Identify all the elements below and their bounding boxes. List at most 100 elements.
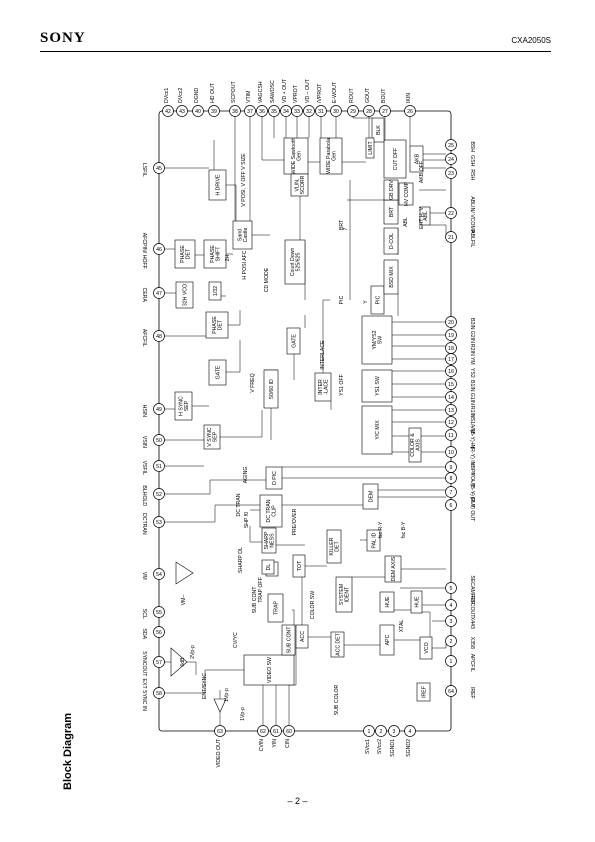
pin-number: 28 [366,109,372,115]
block-label: 32H VCO [182,284,188,306]
annotation: 1Vp-p [240,707,246,721]
block-label: SW [378,336,384,344]
block-label: VCO [424,642,430,653]
block-label: DC TRAN [266,499,272,522]
block-label: -LACE [324,379,330,395]
pin-number: 22 [448,211,454,217]
annotation: 2H [225,254,231,261]
pin-label: DGND [194,87,200,103]
block-label: Gen [332,151,338,161]
block-label: AXIS [416,439,422,451]
annotation: SHP f0 [244,512,250,528]
pin-number: 18 [448,346,454,352]
block-label: BLK [376,125,382,135]
block-label: DEM [368,491,374,503]
block-label: YS1 SW [375,376,381,396]
page-number: – 2 – [287,796,308,806]
block-vco: VCO [419,636,433,660]
pin-number: 63 [217,729,223,735]
block-label: CLIP [272,505,278,517]
annotation: TRAP OFF [258,577,264,603]
pin-number: 3 [393,729,396,735]
block-label: PIC [375,295,381,304]
block-label: APC [385,634,391,645]
pin-number: 62 [260,729,266,735]
pin-number: 21 [448,235,454,241]
annotation: H POSI AFC [242,250,248,279]
block-dem: DEM [362,483,379,510]
annotation: AKB OFF [419,161,425,183]
pin-number: 61 [273,729,279,735]
block-gb-drv: GB DRV [383,180,399,201]
block-label: DET [218,319,224,330]
pin-number: 6 [450,503,453,509]
pin-label: G2IN [469,331,475,343]
annotation: ENT/SYNC [202,673,208,699]
block-label: HV COMP [404,181,410,206]
pin-30-top: 30E-WOUT [330,81,342,117]
pin-label: VIDEO OUT [216,738,222,767]
pin-label: YOUT [469,473,475,488]
block-label: DET [335,540,341,551]
block-label: BRT [389,206,395,217]
block-label: PAL ID [371,532,377,548]
pin-number: 7 [450,490,453,496]
pin-label: E-WOUT [332,81,338,103]
pin-number: 64 [448,689,454,695]
pin-number: 4 [450,603,453,609]
block-label: INTER [318,379,324,395]
pin-label: R2IN [469,344,475,356]
pin-number: 60 [286,729,292,735]
pin-label: BSH [469,141,475,152]
pin-label: DCTRAN [141,513,147,535]
pin-label: EXT SYNC IN [141,679,147,712]
pin-number: 49 [156,407,162,413]
block-label: Gen [297,151,303,161]
pin-number: 58 [156,691,162,697]
block-ys1-sw: YS1 SW [361,369,393,403]
pin-number: 40 [195,109,201,115]
pin-label: BOUT [381,88,387,103]
pin-number: 35 [271,109,277,115]
pin-number: 13 [448,408,454,414]
pin-label: X358 [469,637,475,649]
block-label: Castle [243,228,249,243]
pin-label: VTIM [246,91,252,103]
pin-number: 57 [156,660,162,666]
block-acc-det: ACC DET [330,631,345,658]
block-label: SEP [213,431,219,442]
pin-label: DVcc1 [164,88,170,103]
pin-number: 26 [407,109,413,115]
block-label: ACC DET [335,632,341,656]
block-label: IREF [421,686,427,698]
annotation: CD MODE [264,267,270,292]
block-label: H SYNC [179,396,185,416]
annotation: SHARP DL [238,547,244,573]
pin-number: 47 [156,291,162,297]
pin-number: 11 [448,433,453,439]
block-label: VIDEO SW [267,657,273,683]
pin-label: VD – OUT [305,78,311,103]
pin-label: HD OUT [210,82,216,103]
annotation: V FREQ [250,373,256,392]
